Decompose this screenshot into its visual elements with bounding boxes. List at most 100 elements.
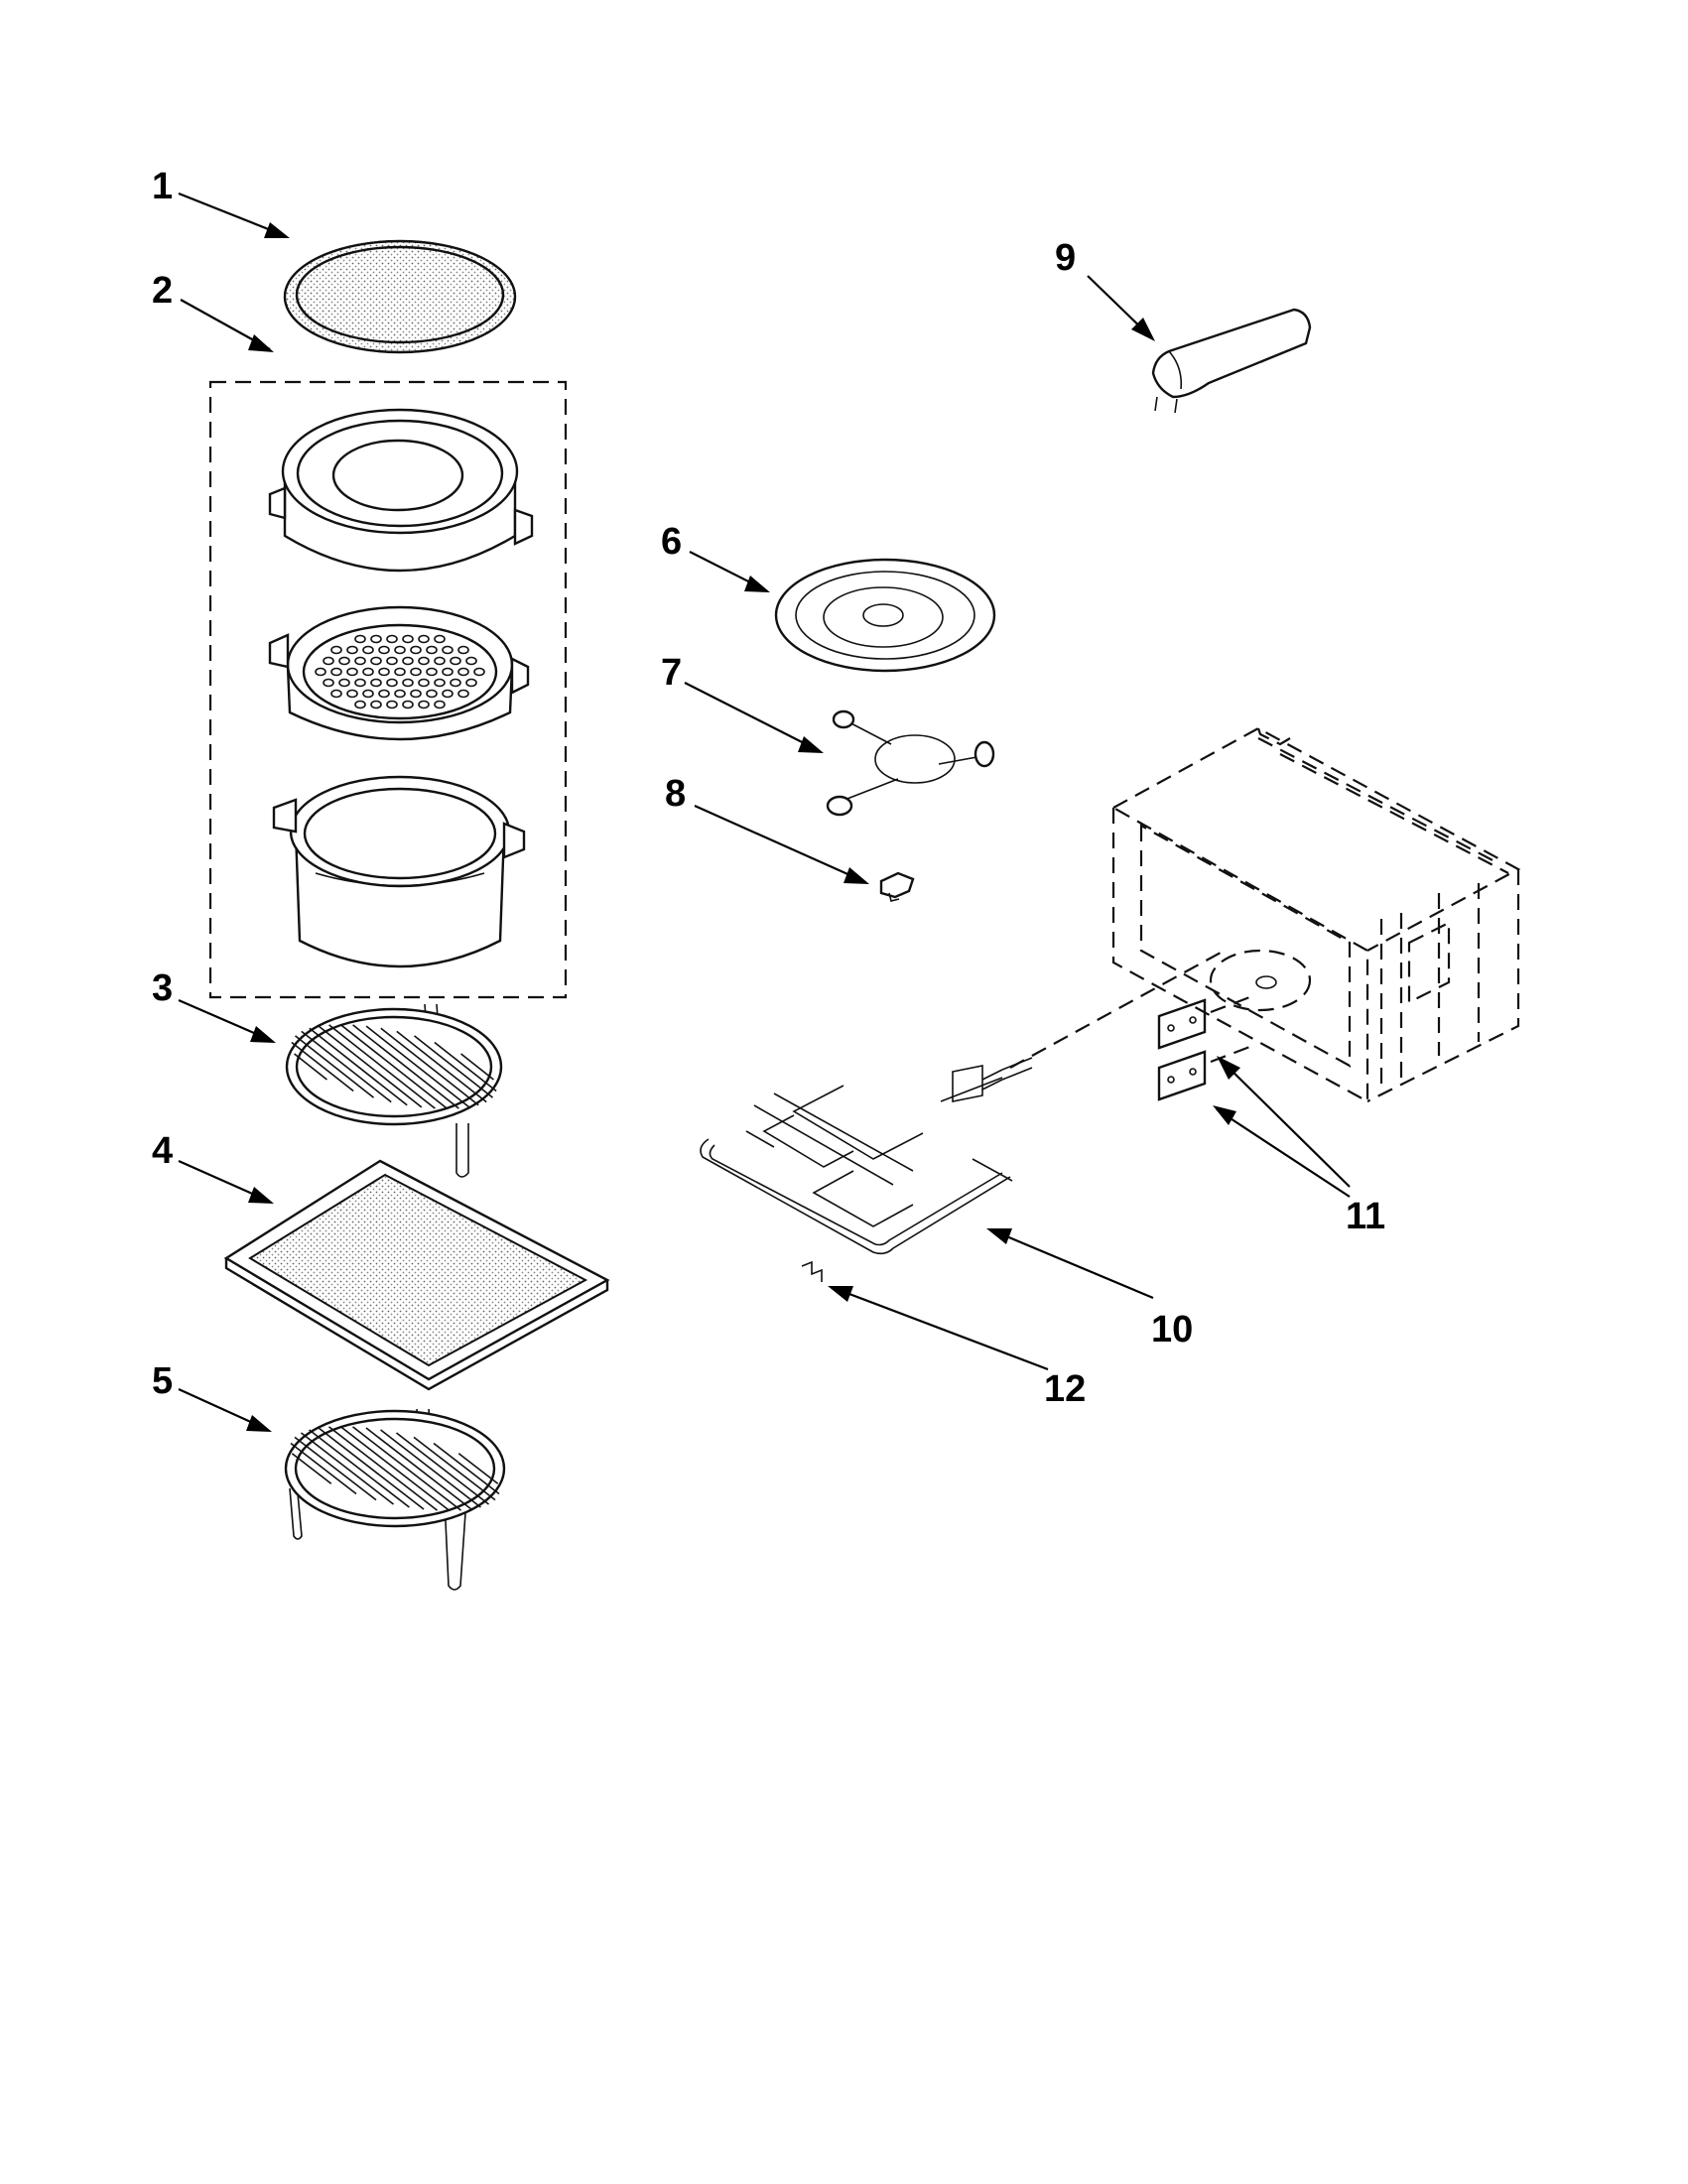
part-1-lid	[283, 239, 517, 354]
rack-bar	[352, 1426, 461, 1511]
basket-hole	[465, 678, 477, 688]
basket-hole	[434, 700, 446, 709]
basket-hole	[457, 689, 469, 699]
callout-12: 12	[1044, 1368, 1086, 1410]
basket-hole	[354, 656, 366, 666]
basket-hole	[457, 667, 469, 677]
basket-hole	[378, 645, 390, 655]
rack-bar	[294, 1035, 375, 1098]
basket-holes	[315, 634, 485, 709]
basket-hole	[442, 689, 454, 699]
rack-bar	[395, 1432, 490, 1505]
rack-bar	[380, 1429, 481, 1508]
basket-hole	[418, 634, 430, 644]
basket-hole	[386, 700, 398, 709]
basket-hole	[442, 667, 454, 677]
basket-hole	[378, 667, 390, 677]
part-3-low-rack	[285, 1003, 503, 1178]
rack-bar	[318, 1427, 425, 1510]
basket-hole	[338, 678, 350, 688]
callout-3: 3	[152, 967, 173, 1009]
basket-hole	[354, 678, 366, 688]
basket-hole	[346, 645, 358, 655]
steamer-basket	[268, 605, 530, 741]
rack-bar	[309, 1429, 410, 1508]
rack-bar	[301, 1030, 392, 1103]
callout-6: 6	[661, 521, 682, 563]
part-10-heating-element	[700, 1057, 1033, 1255]
steamer-lid	[268, 408, 534, 573]
callout-2: 2	[152, 270, 173, 312]
part-9-handle	[1151, 308, 1312, 414]
callout-4: 4	[152, 1130, 173, 1172]
basket-hole	[330, 645, 342, 655]
callout-1: 1	[152, 166, 173, 207]
steamer-pot	[272, 775, 526, 968]
basket-hole	[323, 678, 334, 688]
basket-hole	[410, 667, 422, 677]
part-6-turntable-plate	[774, 558, 996, 673]
basket-hole	[386, 656, 398, 666]
rack-bar	[365, 1427, 472, 1510]
basket-hole	[434, 678, 446, 688]
basket-hole	[426, 667, 438, 677]
part-12-bracket	[801, 1260, 823, 1282]
basket-hole	[402, 656, 414, 666]
basket-hole	[362, 667, 374, 677]
basket-hole	[394, 689, 406, 699]
basket-hole	[450, 656, 461, 666]
rack-bar	[457, 1453, 499, 1484]
steamer-set-dashed-frame	[208, 380, 568, 999]
callout-labels: 1 2 3 4 5 6 7 8 9 10 11 12	[152, 166, 1385, 1410]
basket-hole	[362, 645, 374, 655]
basket-hole	[434, 656, 446, 666]
rack-bar	[291, 1453, 332, 1484]
rack-bar	[352, 1024, 459, 1109]
rack-bar	[413, 1035, 494, 1098]
part-11-mounting-plates	[1157, 994, 1253, 1101]
basket-hole	[370, 656, 382, 666]
basket-hole	[386, 634, 398, 644]
basket-hole	[378, 689, 390, 699]
basket-hole	[323, 656, 334, 666]
callout-7: 7	[661, 652, 682, 694]
rack-bar	[396, 1030, 487, 1103]
basket-hole	[473, 667, 485, 677]
basket-hole	[370, 700, 382, 709]
basket-hole	[410, 645, 422, 655]
rack-bar	[300, 1432, 395, 1505]
basket-hole	[418, 656, 430, 666]
part-7-roller-support	[826, 709, 995, 817]
basket-hole	[394, 667, 406, 677]
rack-5-bars	[290, 1425, 500, 1512]
rack-bar	[291, 1041, 354, 1092]
basket-hole	[354, 634, 366, 644]
basket-hole	[370, 678, 382, 688]
leader-lines	[178, 192, 1351, 1432]
basket-hole	[426, 689, 438, 699]
part-4-baking-tray	[223, 1159, 610, 1391]
rack-bar	[339, 1425, 451, 1512]
rack-bar	[309, 1027, 408, 1106]
rack-bar	[413, 1436, 496, 1501]
basket-hole	[457, 645, 469, 655]
rack-bar	[365, 1025, 470, 1108]
oven-cavity-dashed	[1009, 726, 1521, 1103]
rack-bar	[433, 1442, 500, 1495]
part-8-coupler-clip	[879, 871, 915, 902]
basket-hole	[410, 689, 422, 699]
basket-hole	[426, 645, 438, 655]
basket-hole	[330, 689, 342, 699]
rack-bar	[290, 1442, 357, 1495]
basket-hole	[450, 678, 461, 688]
basket-hole	[386, 678, 398, 688]
basket-hole	[465, 656, 477, 666]
basket-hole	[418, 700, 430, 709]
rack-bar	[328, 1024, 436, 1109]
rack-bar	[434, 1041, 497, 1092]
callout-8: 8	[665, 773, 686, 815]
rack-bar	[318, 1025, 423, 1108]
rack-bar	[380, 1027, 479, 1106]
basket-hole	[402, 700, 414, 709]
basket-hole	[346, 667, 358, 677]
